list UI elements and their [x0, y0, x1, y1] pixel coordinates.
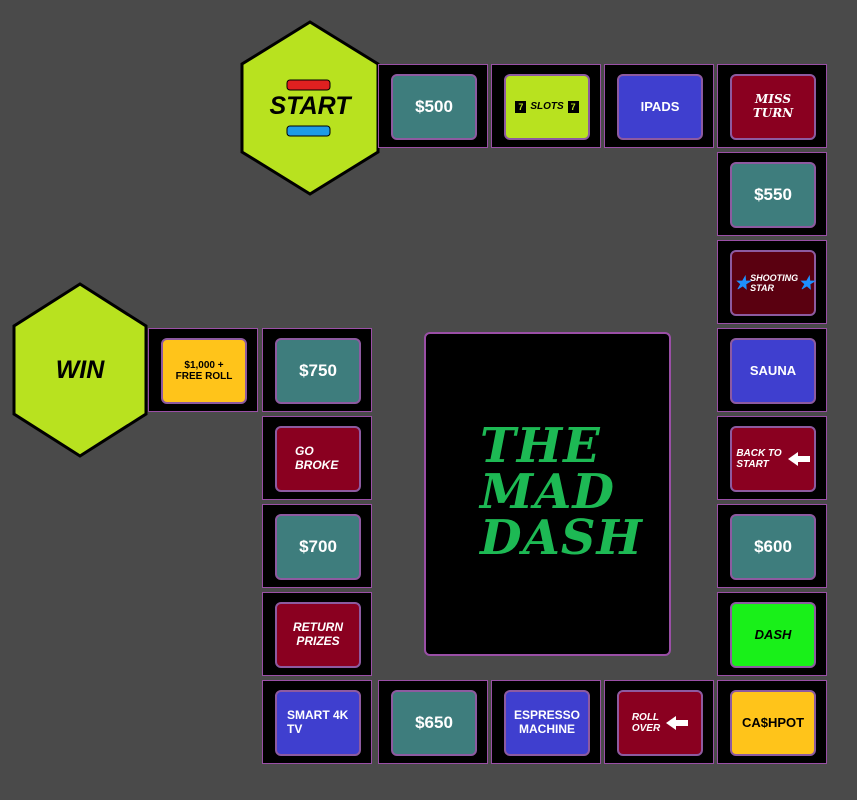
arrow-left-icon	[660, 716, 689, 730]
roll-over-line2: OVER	[631, 723, 661, 734]
miss-turn-line1: MISS	[755, 92, 791, 107]
start-space[interactable]: START	[240, 20, 380, 196]
space-shooting-star[interactable]: ★ SHOOTING STAR ★	[717, 240, 827, 324]
space-return-prizes[interactable]: RETURN PRIZES	[262, 592, 372, 676]
go-broke-line2: BROKE	[295, 458, 339, 472]
smart-tv-line2: TV	[287, 722, 303, 736]
free-roll-line1: $1,000 +	[184, 359, 224, 371]
tile-500: $500	[391, 74, 477, 140]
espresso-line1: ESPRESSO	[513, 708, 581, 723]
tile-dash: DASH	[730, 602, 816, 668]
roll-over-line1: ROLL	[631, 711, 660, 723]
title-line-3: DASH	[480, 510, 643, 566]
go-broke-line1: GO	[295, 444, 314, 459]
space-600[interactable]: $600	[717, 504, 827, 588]
return-prizes-line1: RETURN	[293, 620, 343, 635]
tile-return-prizes: RETURN PRIZES	[275, 602, 361, 668]
title-line-1: THE	[480, 418, 601, 474]
smart-tv-line1: SMART 4K	[287, 708, 349, 723]
win-space[interactable]: WIN	[12, 282, 148, 458]
space-slots[interactable]: 7 SLOTS 7	[491, 64, 601, 148]
star-icon: ★	[798, 272, 815, 293]
tile-600: $600	[730, 514, 816, 580]
space-espresso-machine[interactable]: ESPRESSO MACHINE	[491, 680, 601, 764]
win-label: WIN	[55, 356, 105, 384]
space-650[interactable]: $650	[378, 680, 488, 764]
back-to-start-line2: START	[736, 459, 769, 470]
space-roll-over[interactable]: ROLL OVER	[604, 680, 714, 764]
space-smart-tv[interactable]: SMART 4K TV	[262, 680, 372, 764]
title-card: THE MAD DASH	[424, 332, 671, 656]
tile-650: $650	[391, 690, 477, 756]
tile-cashpot: CA$HPOT	[730, 690, 816, 756]
tile-go-broke: GO BROKE	[275, 426, 361, 492]
return-prizes-line2: PRIZES	[296, 634, 340, 648]
miss-turn-line2: TURN	[752, 106, 794, 120]
space-ipads[interactable]: IPADS	[604, 64, 714, 148]
slots-label: SLOTS	[530, 101, 564, 113]
space-dash[interactable]: DASH	[717, 592, 827, 676]
tile-ipads: IPADS	[617, 74, 703, 140]
space-700[interactable]: $700	[262, 504, 372, 588]
title-line-2: MAD	[480, 464, 615, 520]
tile-miss-turn: MISS TURN	[730, 74, 816, 140]
start-label: START	[269, 92, 351, 120]
free-roll-line2: FREE ROLL	[175, 371, 233, 382]
space-cashpot[interactable]: CA$HPOT	[717, 680, 827, 764]
tile-shooting-star: ★ SHOOTING STAR ★	[730, 250, 816, 316]
space-miss-turn[interactable]: MISS TURN	[717, 64, 827, 148]
tile-sauna: SAUNA	[730, 338, 816, 404]
star-icon: ★	[734, 272, 751, 293]
tile-750: $750	[275, 338, 361, 404]
space-500[interactable]: $500	[378, 64, 488, 148]
shooting-star-line1: SHOOTING	[750, 272, 799, 283]
tile-550: $550	[730, 162, 816, 228]
shooting-star-line2: STAR	[750, 283, 774, 293]
slots-seven-right: 7	[567, 100, 579, 114]
space-back-to-start[interactable]: BACK TO START	[717, 416, 827, 500]
back-to-start-line1: BACK TO	[736, 447, 782, 459]
space-750[interactable]: $750	[262, 328, 372, 412]
tile-smart-tv: SMART 4K TV	[275, 690, 361, 756]
tile-espresso-machine: ESPRESSO MACHINE	[504, 690, 590, 756]
space-sauna[interactable]: SAUNA	[717, 328, 827, 412]
tile-slots: 7 SLOTS 7	[504, 74, 590, 140]
win-hexagon	[12, 282, 148, 458]
arrow-left-icon	[782, 452, 810, 466]
espresso-line2: MACHINE	[519, 722, 575, 736]
slots-seven-left: 7	[515, 100, 527, 114]
tile-back-to-start: BACK TO START	[730, 426, 816, 492]
space-go-broke[interactable]: GO BROKE	[262, 416, 372, 500]
tile-roll-over: ROLL OVER	[617, 690, 703, 756]
tile-700: $700	[275, 514, 361, 580]
space-550[interactable]: $550	[717, 152, 827, 236]
space-free-roll[interactable]: $1,000 + FREE ROLL	[148, 328, 258, 412]
tile-free-roll: $1,000 + FREE ROLL	[161, 338, 247, 404]
